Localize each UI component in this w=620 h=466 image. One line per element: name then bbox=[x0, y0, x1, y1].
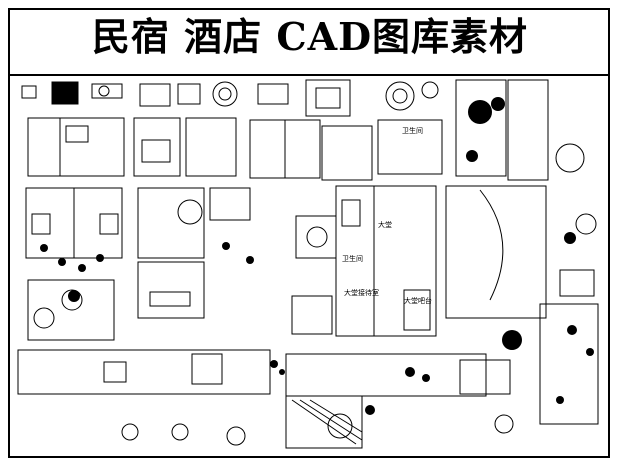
center-left-plans bbox=[137, 119, 373, 319]
label-reception: 大堂接待室 bbox=[344, 289, 379, 297]
furniture-icon-row bbox=[21, 79, 439, 117]
tree-clusters bbox=[40, 97, 594, 415]
right-area-plans bbox=[445, 79, 599, 425]
label-restroom-b: 卫生间 bbox=[342, 255, 363, 263]
border-frame bbox=[8, 8, 610, 458]
page-title: 民宿 酒店 CAD图库素材 bbox=[91, 14, 529, 59]
label-restroom-a: 卫生间 bbox=[402, 127, 423, 135]
bottom-site-plans bbox=[17, 349, 514, 449]
label-lobby: 大堂 bbox=[378, 221, 392, 229]
title-divider bbox=[10, 74, 608, 76]
left-room-plans bbox=[25, 117, 237, 341]
center-lobby-plan bbox=[291, 119, 443, 337]
label-lobby-bar: 大堂吧台 bbox=[404, 297, 432, 305]
